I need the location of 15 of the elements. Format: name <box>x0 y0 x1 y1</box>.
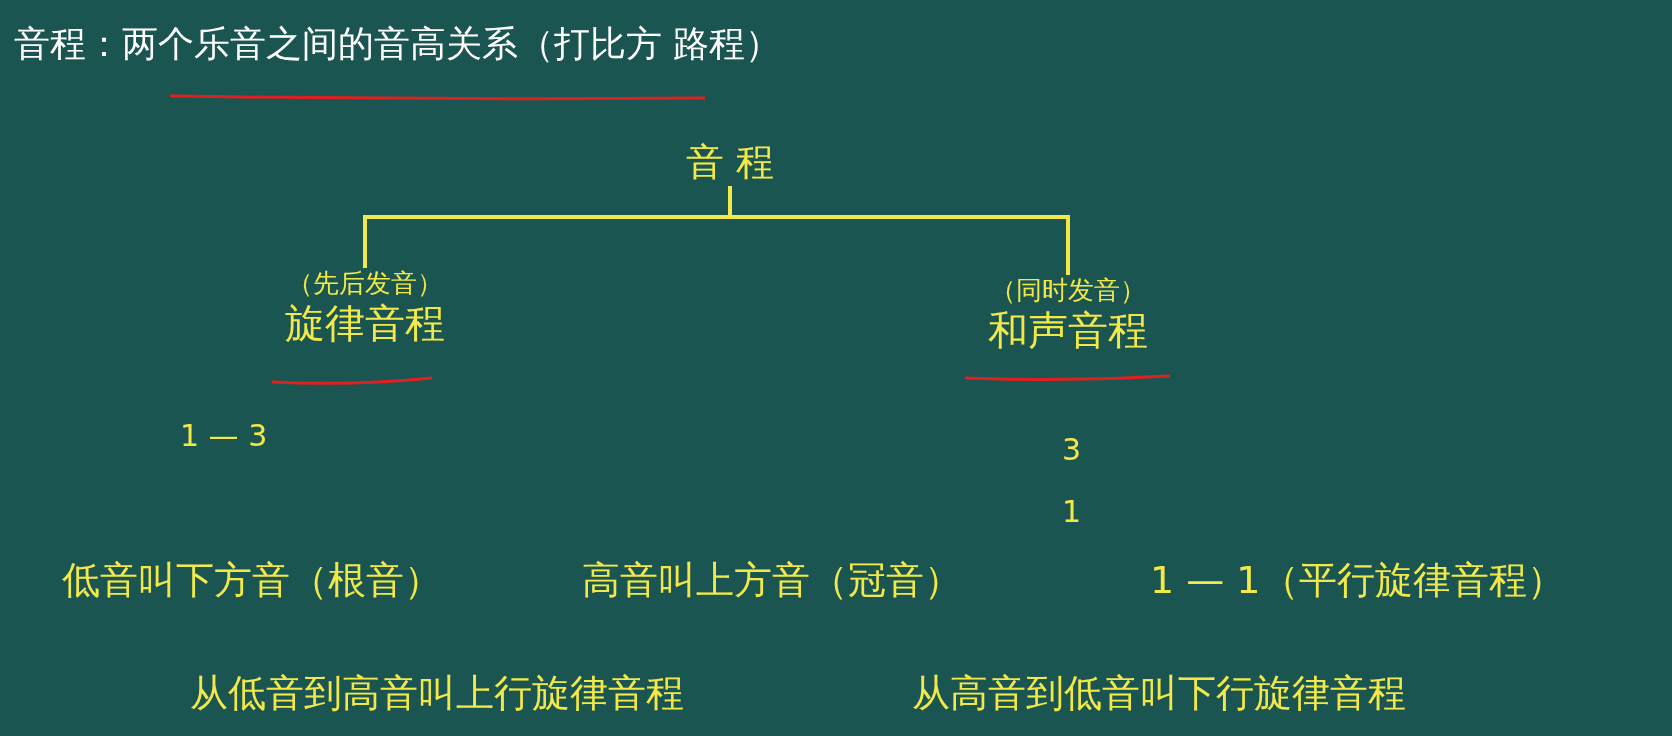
note-text: 1 — 3 <box>180 418 268 453</box>
note-text: 1 — 1（平行旋律音程） <box>1150 557 1565 604</box>
note-text: 3 <box>1062 432 1082 467</box>
note-text: 高音叫上方音（冠音） <box>582 557 962 604</box>
node-label: 旋律音程 <box>285 299 445 348</box>
note-text: 低音叫下方音（根音） <box>62 557 442 604</box>
note-text: （先后发音） <box>287 268 443 300</box>
node-label: 和声音程 <box>988 306 1148 355</box>
bracket-line <box>728 186 1070 275</box>
node-label: 音 程 <box>686 140 775 186</box>
note-text: 1 <box>1062 494 1082 529</box>
note-text: 从高音到低音叫下行旋律音程 <box>912 670 1406 717</box>
title: 音程：两个乐音之间的音高关系（打比方 路程） <box>14 22 782 66</box>
note-text: （同时发音） <box>990 275 1146 307</box>
note-text: 从低音到高音叫上行旋律音程 <box>190 670 684 717</box>
